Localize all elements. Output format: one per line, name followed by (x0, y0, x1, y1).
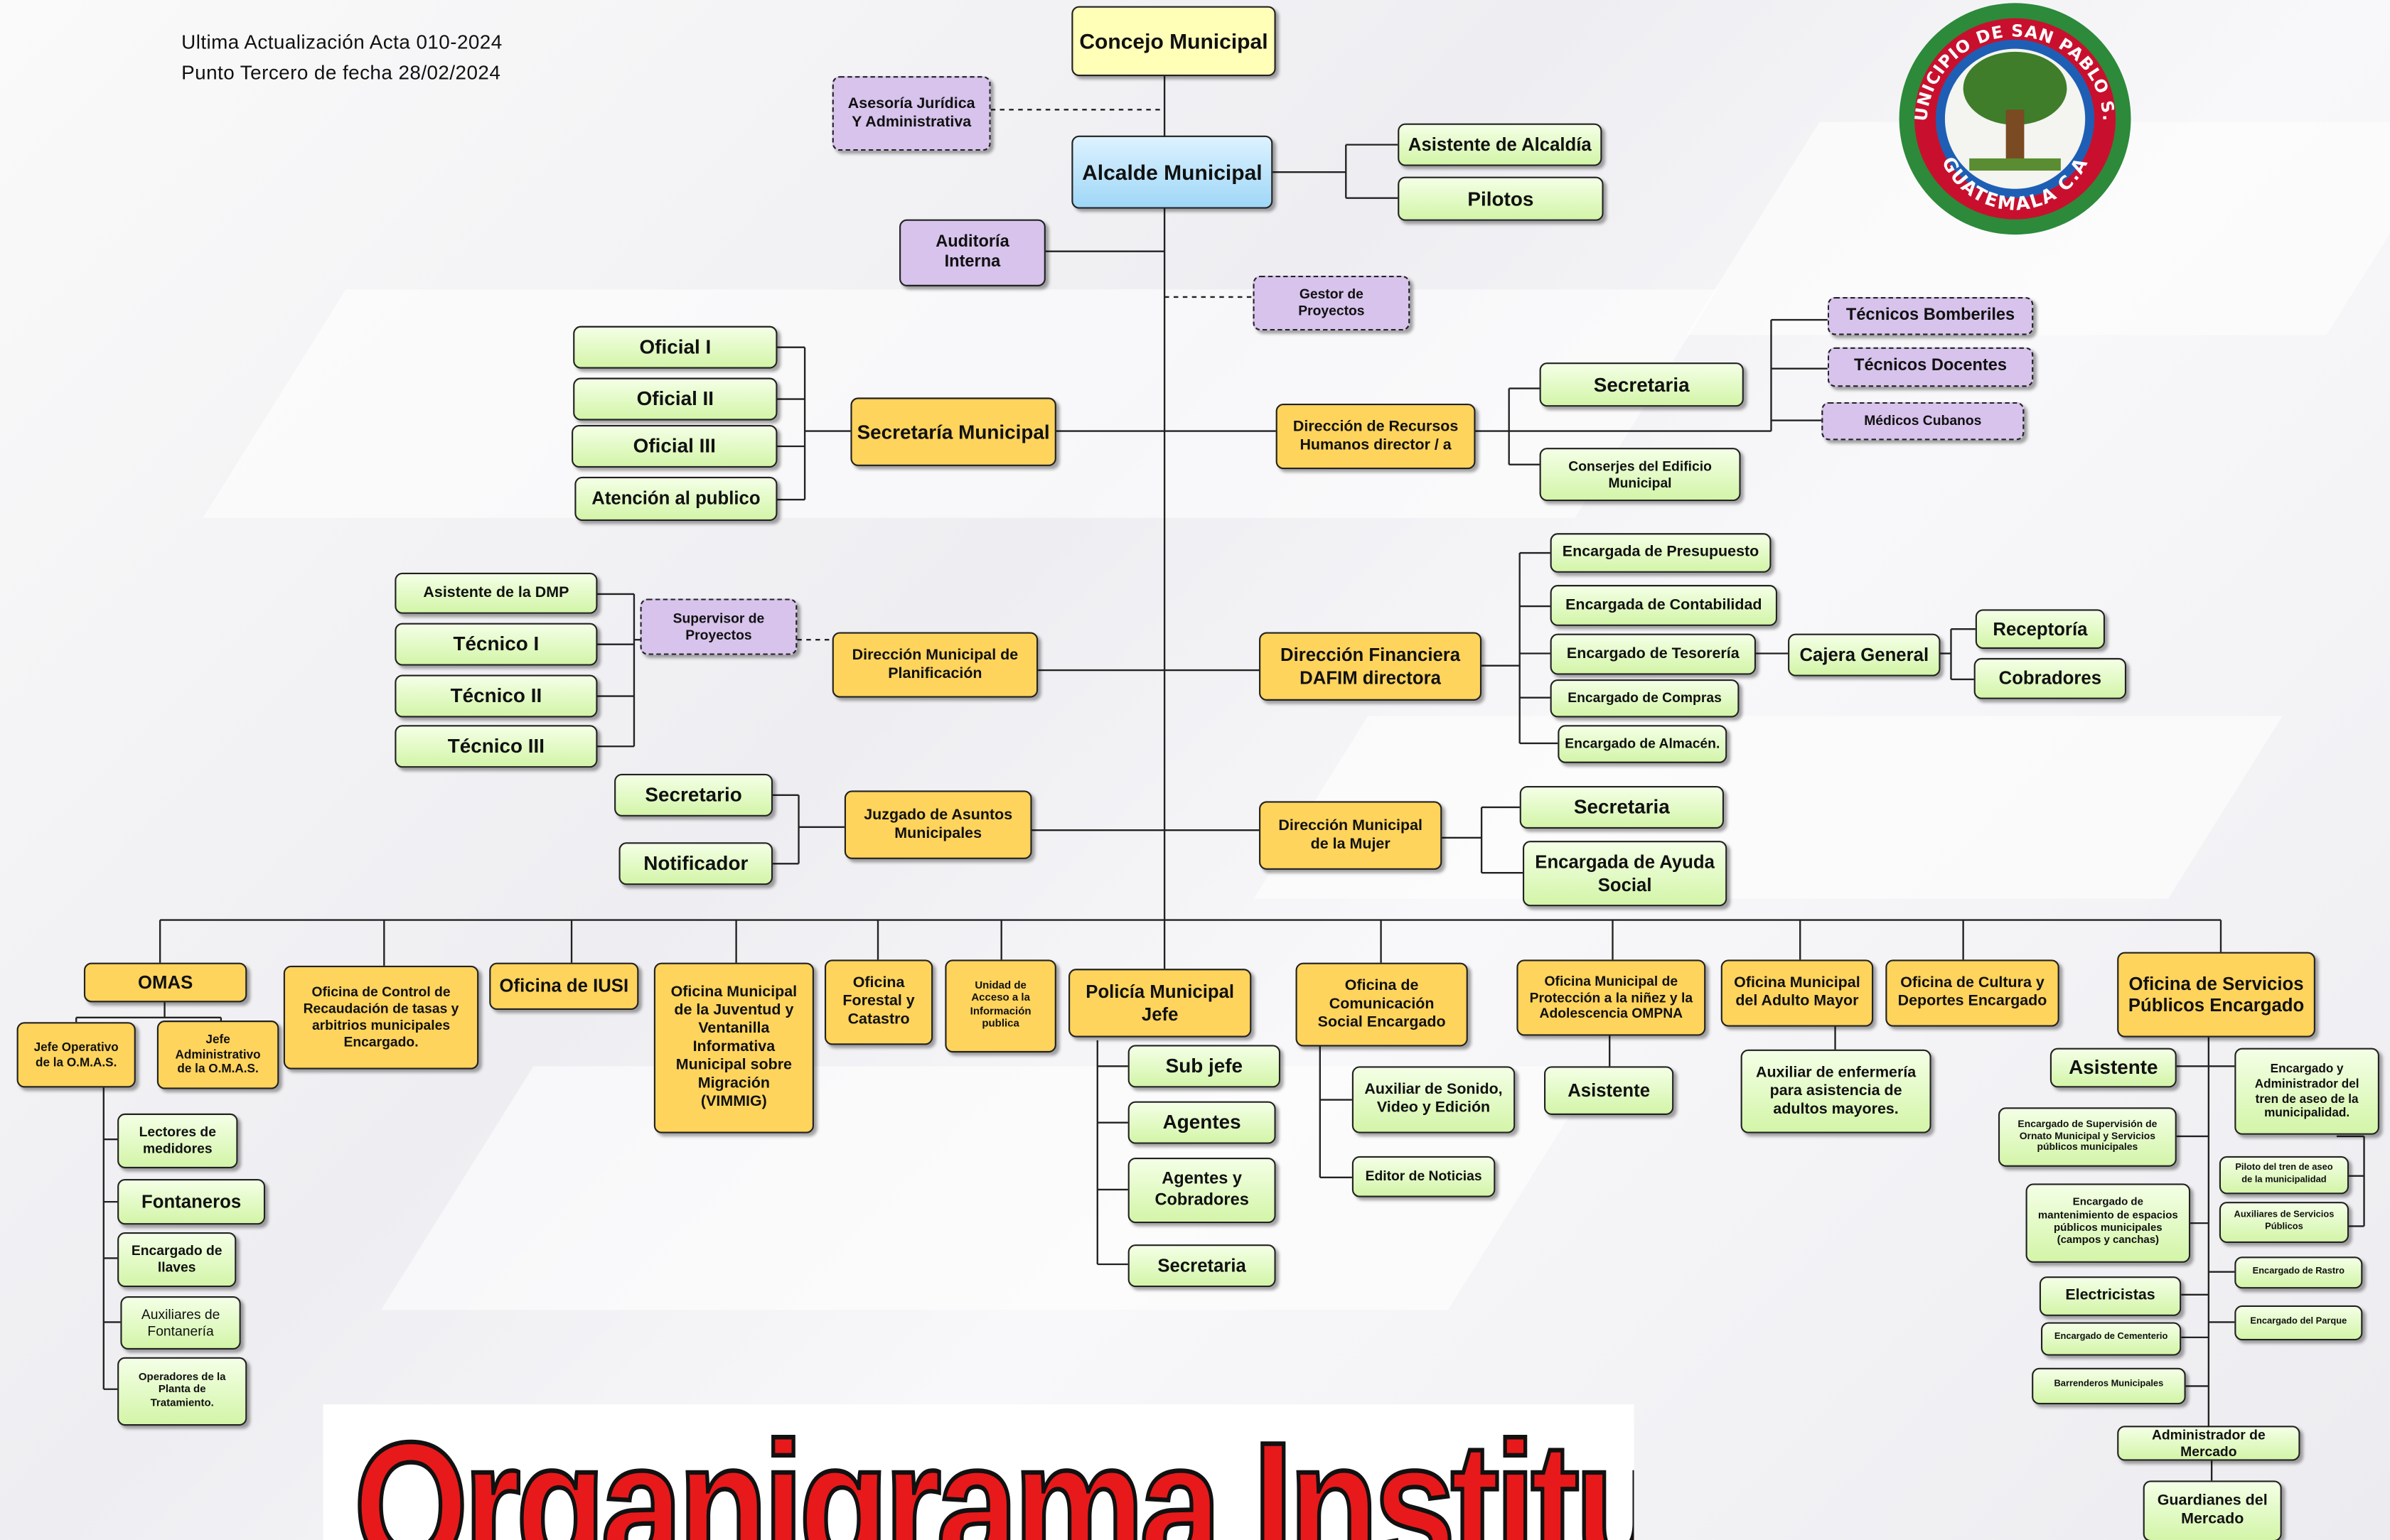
node-pilotos[interactable]: Pilotos (1398, 176, 1604, 221)
municipal-seal-logo: MUNICIPIO DE SAN PABLO S.M GUATEMALA C.A (1875, 0, 2146, 244)
node-almacen[interactable]: Encargado de Almacén. (1558, 725, 1727, 763)
update-note-line2: Punto Tercero de fecha 28/02/2024 (181, 60, 501, 84)
node-sub-jefe[interactable]: Sub jefe (1127, 1045, 1281, 1088)
node-oficial-1[interactable]: Oficial I (573, 325, 778, 369)
node-dmm-secretaria[interactable]: Secretaria (1519, 785, 1725, 829)
node-compras[interactable]: Encargado de Compras (1550, 679, 1740, 718)
node-oficial-3[interactable]: Oficial III (572, 425, 778, 468)
node-tesoreria[interactable]: Encargado de Tesorería (1550, 633, 1757, 675)
node-notificador[interactable]: Notificador (618, 842, 773, 885)
node-tecnico-1[interactable]: Técnico I (395, 623, 598, 666)
node-tecnicos-bomberiles[interactable]: Técnicos Bomberiles (1827, 296, 2034, 335)
node-fontaneros[interactable]: Fontaneros (117, 1178, 266, 1225)
node-presupuesto[interactable]: Encargada de Presupuesto (1550, 533, 1772, 573)
node-tecnicos-docentes[interactable]: Técnicos Docentes (1827, 347, 2034, 387)
chart-title: Organigrama Institucional (352, 1406, 1634, 1540)
node-mercado[interactable]: Administrador de Mercado (2117, 1426, 2300, 1461)
node-concejo[interactable]: Concejo Municipal (1071, 6, 1276, 77)
node-sonido[interactable]: Auxiliar de Sonido,Video y Edición (1351, 1066, 1516, 1134)
node-rastro[interactable]: Encargado de Rastro (2234, 1256, 2363, 1289)
node-tecnico-2[interactable]: Técnico II (395, 674, 598, 718)
node-tecnico-3[interactable]: Técnico III (395, 725, 598, 768)
update-note-line1: Ultima Actualización Acta 010-2024 (181, 30, 503, 54)
node-juzgado-secretario[interactable]: Secretario (614, 773, 773, 817)
node-cajera[interactable]: Cajera General (1788, 633, 1941, 677)
node-iusi[interactable]: Oficina de IUSI (489, 962, 639, 1011)
node-sp-asistente[interactable]: Asistente (2049, 1048, 2177, 1088)
node-oficial-2[interactable]: Oficial II (573, 377, 778, 421)
node-asistente-alcaldia[interactable]: Asistente de Alcaldía (1398, 123, 1602, 166)
node-atencion[interactable]: Atención al publico (574, 476, 778, 522)
node-asistente-dmp[interactable]: Asistente de la DMP (395, 572, 598, 614)
node-medicos-cubanos[interactable]: Médicos Cubanos (1821, 402, 2025, 441)
node-receptoria[interactable]: Receptoría (1975, 609, 2106, 650)
node-editor[interactable]: Editor de Noticias (1351, 1156, 1496, 1197)
node-omas[interactable]: OMAS (83, 962, 247, 1003)
node-alcalde[interactable]: Alcalde Municipal (1071, 135, 1273, 209)
node-ompna-asistente[interactable]: Asistente (1544, 1066, 1674, 1115)
title-banner: Organigrama Institucional (323, 1404, 1634, 1540)
node-parque[interactable]: Encargado del Parque (2234, 1305, 2363, 1341)
node-cementerio[interactable]: Encargado de Cementerio (2040, 1322, 2182, 1356)
node-policia-secretaria[interactable]: Secretaria (1127, 1244, 1276, 1288)
node-rrhh-secretaria[interactable]: Secretaria (1539, 362, 1744, 407)
node-electricistas[interactable]: Electricistas (2039, 1276, 2182, 1316)
node-cobradores[interactable]: Cobradores (1973, 657, 2127, 699)
node-barrenderos[interactable]: Barrenderos Municipales (2032, 1367, 2186, 1405)
node-secretaria-municipal[interactable]: Secretaría Municipal (850, 397, 1056, 466)
node-agentes[interactable]: Agentes (1127, 1101, 1276, 1144)
node-contabilidad[interactable]: Encargada de Contabilidad (1550, 585, 1778, 626)
